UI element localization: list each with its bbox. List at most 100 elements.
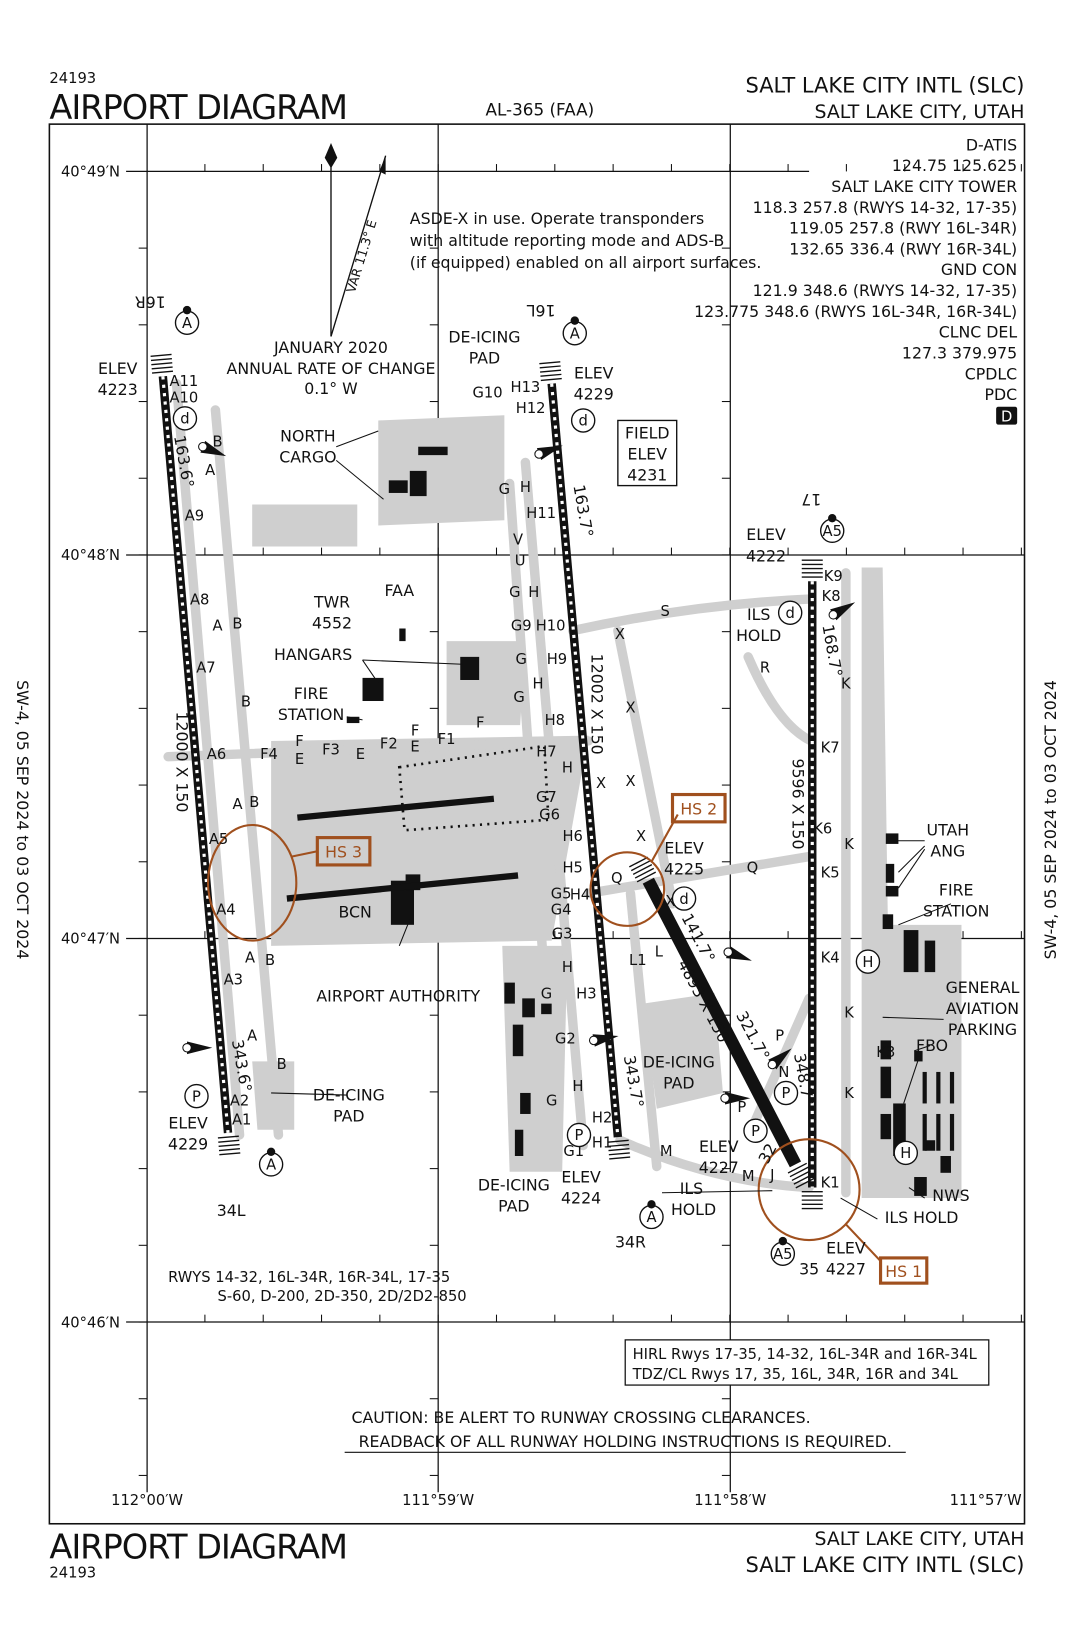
ase-d-icon <box>172 406 198 431</box>
lighting-note: HIRL Rwys 17-35, 14-32, 16L-34R and 16R-… <box>633 1346 978 1363</box>
ase-d-icon <box>671 886 697 911</box>
taxiway-f <box>163 736 594 762</box>
taxiway-label: G <box>541 985 552 1002</box>
taxiway-label: K5 <box>821 865 840 882</box>
map-label: PAD <box>498 1197 529 1216</box>
map-label: CARGO <box>279 447 336 466</box>
leader-line <box>661 1190 773 1194</box>
elevation-label: 4229 <box>574 384 614 403</box>
taxiway-label: F <box>411 723 419 740</box>
comm-line: 119.05 257.8 (RWY 16L-34R) <box>789 219 1017 238</box>
map-label: FIRE <box>939 880 974 899</box>
taxiway-label: B <box>249 794 259 811</box>
taxiway-label: B <box>277 1056 287 1073</box>
taxiway-label: F3 <box>322 742 340 759</box>
map-label: ILS HOLD <box>885 1208 959 1227</box>
taxiway-label: F <box>476 714 484 731</box>
gate-stripes <box>922 1071 955 1151</box>
taxiway-label: X <box>596 775 606 792</box>
elevation-label: ELEV <box>574 363 614 382</box>
taxiway-label: K <box>844 836 854 853</box>
approach-light-bar <box>539 365 561 369</box>
taxiway-label: K4 <box>821 950 840 967</box>
elevation-label: ELEV <box>664 838 704 857</box>
approach-light-bar <box>607 1139 629 1143</box>
taxiway-label: G2 <box>555 1031 576 1048</box>
taxiway-label: A <box>245 950 255 967</box>
taxiway-label: G <box>499 481 510 498</box>
runway-end-label: 16R <box>135 292 166 311</box>
lighting-note-box <box>624 1339 990 1386</box>
wind-cone-icon <box>536 445 563 460</box>
taxiway-label: M <box>742 1168 755 1185</box>
ase-d-icon-label: d <box>679 891 688 908</box>
taxiway-label: H7 <box>536 744 556 761</box>
chart-frame <box>48 123 1026 1525</box>
taxiway-s <box>567 594 814 636</box>
grid-ticks <box>138 164 1022 1476</box>
field-elevation-box <box>617 419 678 487</box>
taxiway-label: S <box>660 603 669 620</box>
asde-note-line: with altitude reporting mode and ADS-B <box>410 231 724 250</box>
map-label: NWS <box>932 1186 969 1205</box>
chart-number: 24193 <box>49 70 96 87</box>
hot-spots <box>207 792 929 1285</box>
map-label: FIRE <box>294 684 329 703</box>
taxiway-label: K8 <box>822 588 841 605</box>
leader-line <box>335 459 384 500</box>
taxiway-q <box>583 851 814 899</box>
lat-label: 40°49′N <box>61 164 120 181</box>
lat-label: 40°48′N <box>61 547 120 564</box>
dotted-area <box>397 744 550 832</box>
taxiway-label: K7 <box>821 739 840 756</box>
d-badge <box>996 406 1018 425</box>
comm-line: PDC <box>985 385 1018 404</box>
leader-line <box>271 1092 347 1096</box>
taxiway-h <box>520 457 588 1151</box>
hot-spot-1-circle <box>757 1138 861 1242</box>
taxiway-label: K3 <box>876 1044 895 1061</box>
elevation-label: 4229 <box>168 1135 208 1154</box>
taxiway-label: G7 <box>536 789 557 806</box>
ase-a-icon-dot <box>647 1200 656 1209</box>
leader-line <box>897 848 926 889</box>
hot-spot-2-label[interactable]: HS 2 <box>680 799 717 818</box>
weight-bearing-note: S-60, D-200, 2D-350, 2D/2D2-850 <box>218 1288 467 1305</box>
taxiway-label: H9 <box>547 651 567 668</box>
taxiway-label: G1 <box>563 1143 584 1160</box>
runway-14-32[interactable] <box>642 877 802 1168</box>
map-label: DE-ICING <box>643 1053 715 1072</box>
taxiway-label: A10 <box>169 390 198 407</box>
approach-light-bar <box>791 1170 811 1182</box>
footer-title: AIRPORT DIAGRAM <box>49 1527 347 1566</box>
taxiway-label: X <box>625 773 635 790</box>
taxiway-label: G <box>513 689 524 706</box>
taxiway-label: H13 <box>511 379 541 396</box>
comm-line: 121.9 348.6 (RWYS 14-32, 17-35) <box>753 281 1018 300</box>
approach-light-bar <box>609 1156 631 1160</box>
comm-line: SALT LAKE CITY TOWER <box>831 177 1017 196</box>
taxiway-label: A <box>232 796 242 813</box>
ase-a-icon-label: A <box>646 1209 656 1226</box>
taxiway-label: H10 <box>536 618 566 635</box>
taxiway-label: H3 <box>576 985 596 1002</box>
taxiway-r <box>743 652 816 746</box>
taxiway-label: F <box>295 733 303 750</box>
lon-label: 112°00′W <box>111 1492 183 1509</box>
taxiway-label: G9 <box>511 618 532 635</box>
approach-light-bar <box>787 1162 808 1174</box>
map-label: HOLD <box>671 1200 716 1219</box>
hot-spot-3-label[interactable]: HS 3 <box>325 843 362 862</box>
approach-light-bar <box>630 860 651 872</box>
taxiway-m <box>615 1135 814 1193</box>
approach-light-bar <box>632 864 653 875</box>
leader-line <box>362 659 379 684</box>
runway-16l-34r[interactable] <box>547 383 623 1138</box>
taxiway-label: A3 <box>224 972 243 989</box>
taxiway-label: G4 <box>551 901 572 918</box>
map-label: DE-ICING <box>448 328 520 347</box>
approach-light-bar <box>218 1143 240 1148</box>
hot-spot-1-label[interactable]: HS 1 <box>885 1262 922 1281</box>
leader-line <box>336 430 379 448</box>
